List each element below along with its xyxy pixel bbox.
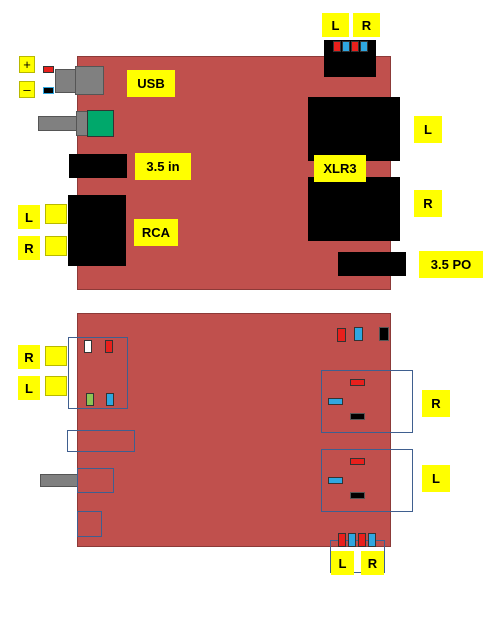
power-connector-body: [55, 69, 77, 93]
top-header-pin: [360, 41, 368, 52]
rca-right-label: R: [18, 236, 40, 260]
bottom-header-pin: [358, 533, 366, 547]
bottom-rca-pin: [84, 340, 92, 353]
bottom-xlr-pin: [350, 458, 365, 465]
bottom-usb-footprint: [77, 468, 114, 493]
bottom-header-right-label: R: [361, 551, 384, 575]
bottom-pin: [379, 327, 389, 341]
rca-left-jack: [45, 204, 67, 224]
xlr-right-label: R: [414, 190, 442, 217]
top-header-left-label: L: [322, 13, 349, 37]
top-header-pin: [351, 41, 359, 52]
power-plus-pin: [43, 66, 54, 73]
power-plus-label: +: [19, 56, 35, 73]
power-minus-label: –: [19, 81, 35, 98]
bottom-xlr-pin: [350, 413, 365, 420]
po35-jack: [338, 252, 406, 276]
bottom-rca-left-jack: [45, 376, 67, 396]
bottom-xlr-pin: [350, 379, 365, 386]
bottom-rca-pin: [106, 393, 114, 406]
xlr-left-label: L: [414, 116, 442, 143]
bottom-rca-pin: [86, 393, 94, 406]
top-header-pin: [333, 41, 341, 52]
bottom-xlr-pin: [328, 398, 343, 405]
top-header-connector: [324, 40, 376, 77]
rca-left-label: L: [18, 205, 40, 229]
power-minus-pin: [43, 87, 54, 94]
rca-block: [68, 195, 126, 266]
xlr-right-jack: [308, 177, 400, 241]
bottom-xlr-right-footprint: [321, 370, 413, 433]
in35-label: 3.5 in: [135, 153, 191, 180]
in35-jack: [69, 154, 127, 178]
power-connector: [75, 66, 104, 95]
bottom-in35-footprint: [67, 430, 135, 452]
usb-cable: [38, 116, 78, 131]
bottom-xlr-pin: [328, 477, 343, 484]
bottom-xlr-right-label: R: [422, 390, 450, 417]
bottom-header-pin: [348, 533, 356, 547]
bottom-xlr-pin: [350, 492, 365, 499]
bottom-rca-pin: [105, 340, 113, 353]
top-header-pin: [342, 41, 350, 52]
bottom-rca-right-label: R: [18, 345, 40, 369]
xlr-label: XLR3: [314, 155, 366, 182]
bottom-pin: [337, 328, 346, 342]
bottom-xlr-left-label: L: [422, 465, 450, 492]
bottom-header-pin: [338, 533, 346, 547]
rca-label: RCA: [134, 219, 178, 246]
bottom-rca-right-jack: [45, 346, 67, 366]
bottom-xlr-left-footprint: [321, 449, 413, 512]
po35-label: 3.5 PO: [419, 251, 483, 278]
top-header-right-label: R: [353, 13, 380, 37]
bottom-header-pin: [368, 533, 376, 547]
bottom-header-left-label: L: [331, 551, 354, 575]
xlr-left-jack: [308, 97, 400, 161]
rca-right-jack: [45, 236, 67, 256]
bottom-power-footprint: [77, 511, 102, 537]
bottom-rca-footprint: [68, 337, 128, 409]
bottom-rca-left-label: L: [18, 376, 40, 400]
usb-label: USB: [127, 70, 175, 97]
usb-connector: [87, 110, 114, 137]
bottom-header-footprint: [330, 540, 385, 573]
bottom-cable: [40, 474, 78, 487]
bottom-pin: [354, 327, 363, 341]
